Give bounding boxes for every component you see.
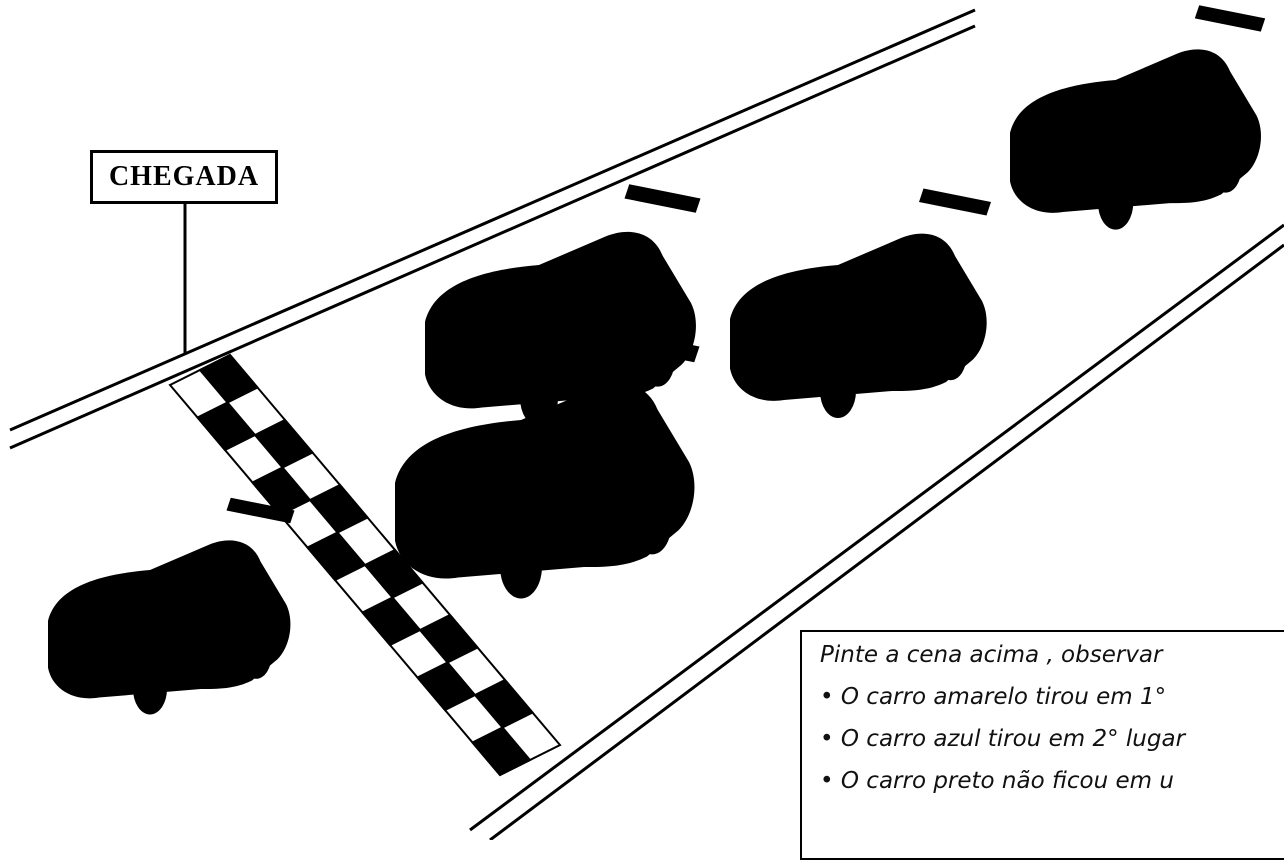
instruction-item: • O carro preto não ficou em u bbox=[820, 768, 1174, 794]
race-scene bbox=[9, 5, 1284, 840]
road bbox=[9, 8, 1284, 840]
instruction-item: • O carro azul tirou em 2° lugar bbox=[820, 726, 1186, 752]
finish-line-check bbox=[473, 678, 535, 729]
finish-sign: CHEGADA bbox=[90, 150, 278, 204]
finish-line-check bbox=[363, 548, 425, 599]
road-edge-top-inner bbox=[9, 24, 976, 450]
finish-line-check bbox=[253, 418, 315, 469]
car-middle-back bbox=[425, 184, 739, 427]
instructions-box: Pinte a cena acima , observar • O carro … bbox=[800, 630, 1284, 860]
finish-sign-label: CHEGADA bbox=[108, 161, 260, 192]
road-edge-bottom-inner bbox=[489, 243, 1284, 840]
finish-line-check bbox=[308, 483, 370, 534]
finish-line-check bbox=[470, 726, 532, 777]
car-bottom-left bbox=[48, 497, 329, 715]
finish-line bbox=[168, 353, 562, 777]
finish-line-check bbox=[418, 613, 480, 664]
road-edge-top bbox=[9, 8, 976, 432]
finish-line-checks bbox=[195, 353, 535, 777]
road-edge-bottom bbox=[469, 223, 1284, 832]
car-middle-right bbox=[730, 188, 1027, 418]
car-top-right bbox=[1010, 5, 1284, 230]
finish-line-check bbox=[198, 353, 260, 404]
instruction-item: • O carro amarelo tirou em 1° bbox=[820, 684, 1167, 710]
instructions-title: Pinte a cena acima , observar bbox=[820, 642, 1163, 668]
